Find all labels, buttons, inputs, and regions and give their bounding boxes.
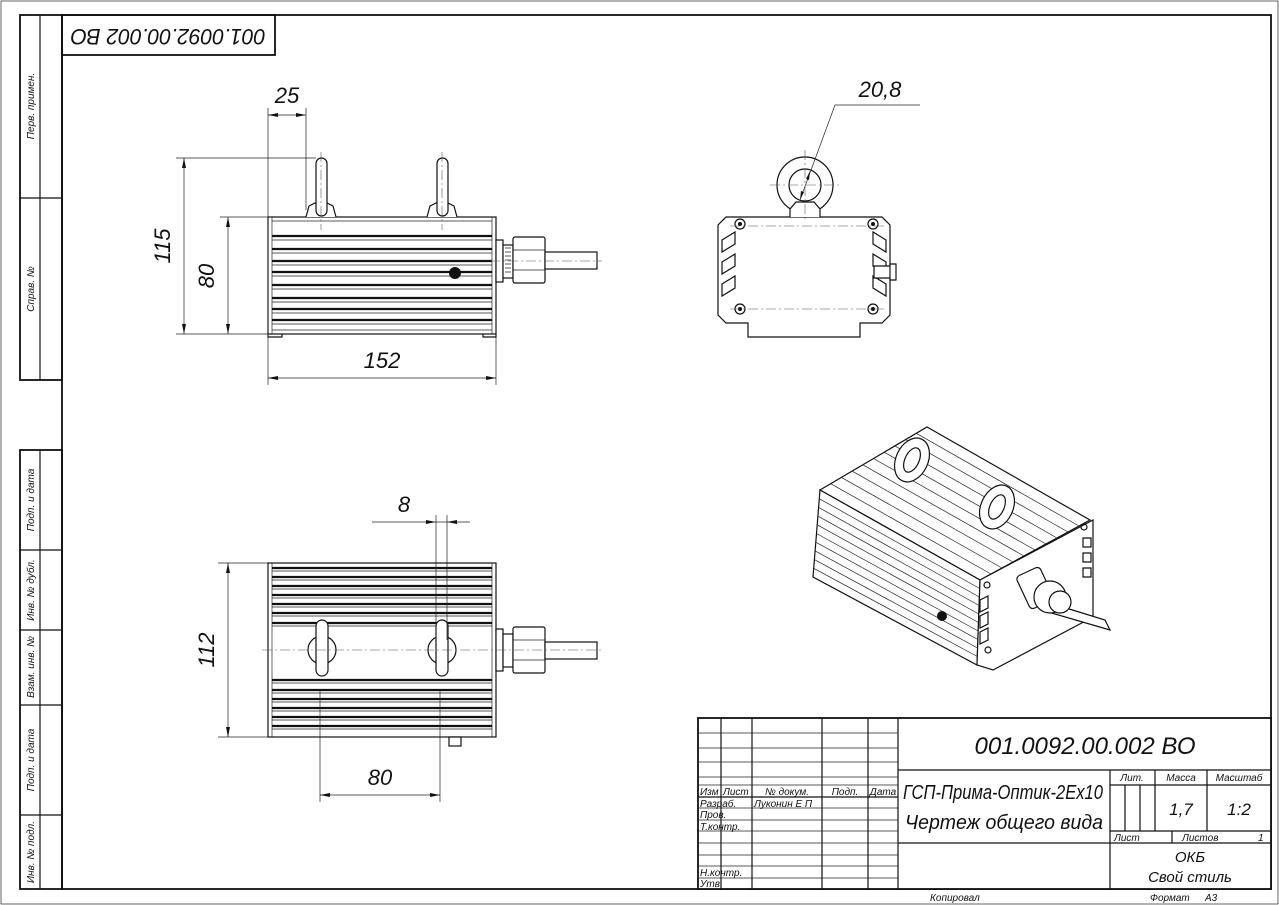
dim-eye-pitch: 80 <box>368 765 393 790</box>
dim-overall-height: 115 <box>150 228 175 264</box>
heatsink-rib <box>813 567 978 657</box>
dim-offset: 8 <box>398 492 411 517</box>
heatsink-rib <box>814 550 979 640</box>
organization: ОКБ <box>1175 849 1206 866</box>
top-doc-number-box: 001.0092.00.002 ВО <box>61 14 276 56</box>
cable-gland <box>495 236 598 284</box>
isometric-view <box>812 426 1112 671</box>
format-label: Формат <box>1150 893 1190 904</box>
lit-label: Лит. <box>1119 773 1143 784</box>
heatsink-rib <box>814 559 978 649</box>
stamp-sprav-no: Справ. № <box>26 266 37 312</box>
dim-eye-offset: 25 <box>274 83 300 108</box>
document-type: Чертеж общего вида <box>905 812 1103 834</box>
hdr-izm: Изм <box>700 787 719 798</box>
title-block: 001.0092.00.002 ВО Изм Лист № докум. Под… <box>697 717 1272 890</box>
mass-value: 1,7 <box>1169 800 1193 819</box>
role-nkontr: Н.контр. <box>700 868 742 879</box>
iso-cable-gland <box>1016 566 1112 631</box>
stamp-inv-podl: Инв. № подл. <box>26 821 37 883</box>
hdr-data: Дата <box>869 787 897 798</box>
heatsink-rib <box>818 507 980 598</box>
role-razrab: Разраб. <box>700 798 736 810</box>
dim-length: 152 <box>364 348 401 373</box>
heatsink-rib <box>816 533 979 623</box>
mass-label: Масса <box>1166 773 1196 784</box>
dim-body-height: 80 <box>194 263 219 288</box>
dim-width: 112 <box>194 632 219 667</box>
heatsink-rib <box>819 498 980 589</box>
heatsink-rib <box>905 439 1069 533</box>
side-view: 20,8 <box>717 77 920 338</box>
side-stamp: Перв. примен. Справ. № Подп. и дата Инв.… <box>19 14 63 890</box>
heatsink-rib <box>830 483 992 575</box>
heatsink-rib <box>817 515 980 606</box>
sheets-value: 1 <box>1258 833 1264 844</box>
heatsink-rib <box>841 477 1003 569</box>
heatsink-rib <box>862 464 1025 557</box>
role-prov: Пров. <box>700 810 726 821</box>
stamp-perv-primen: Перв. примен. <box>26 73 37 139</box>
heatsink-rib <box>817 524 979 615</box>
scale-value: 1:2 <box>1227 800 1251 819</box>
role-tkontr: Т.контр. <box>700 822 740 833</box>
role-utv: Утв. <box>699 879 723 890</box>
stamp-vzam-inv: Взам. инв. № <box>26 636 37 698</box>
copied-label: Копировал <box>930 893 980 904</box>
ground-screw <box>449 267 461 279</box>
scale-label: Масштаб <box>1216 772 1263 784</box>
top-doc-number: 001.0092.00.002 ВО <box>71 24 266 49</box>
dim-eye-diameter: 20,8 <box>858 77 903 102</box>
title-doc-number: 001.0092.00.002 ВО <box>975 733 1196 760</box>
sheet-label: Лист <box>1113 833 1140 844</box>
ground-screw <box>448 736 462 747</box>
heatsink-rib <box>916 432 1080 527</box>
stamp-inv-dubl: Инв. № дубл. <box>25 559 37 621</box>
product-name: ГСП-Прима-Оптик-2Ex10 <box>903 782 1103 804</box>
stamp-podp-data-2: Подп. и дата <box>26 728 37 791</box>
heatsink-rib <box>815 541 979 632</box>
organization-sub: Свой стиль <box>1148 869 1232 886</box>
iso-eye-ring <box>978 484 1016 530</box>
hdr-doc-no: № докум. <box>765 787 809 798</box>
top-view: 112 80 8 <box>194 492 602 802</box>
developer-name: Луконин Е П <box>753 799 813 810</box>
front-view: 25 115 80 152 <box>150 83 602 385</box>
heatsink-rib <box>851 470 1014 563</box>
iso-eye-ring <box>893 437 931 483</box>
format-value: А3 <box>1204 893 1218 904</box>
stamp-podp-data-1: Подп. и дата <box>26 468 37 531</box>
sheets-label: Листов <box>1181 833 1218 844</box>
hdr-podp: Подп. <box>832 787 859 798</box>
hdr-list: Лист <box>722 787 749 798</box>
eye-bolt-top <box>427 619 457 677</box>
